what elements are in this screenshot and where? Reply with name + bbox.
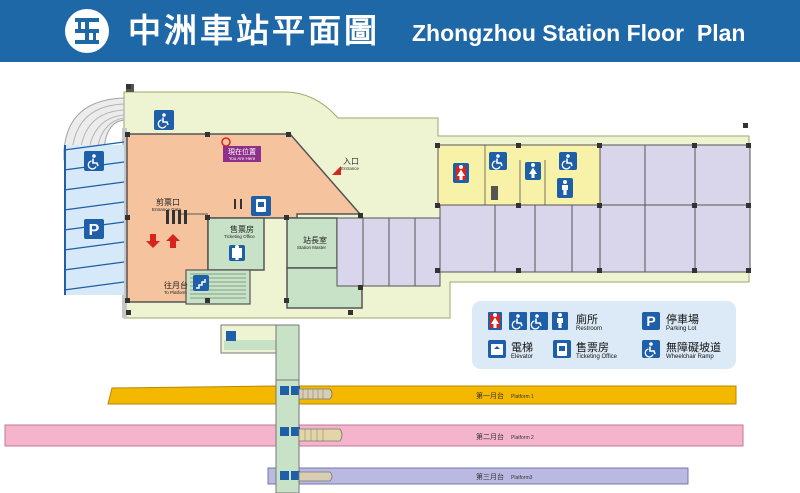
platform-stairs (298, 388, 343, 482)
page-title-en: Zhongzhou Station Floor Plan (412, 20, 746, 46)
svg-text:You Are Here: You Are Here (229, 156, 256, 161)
platform-3-label-en: Platform3 (511, 475, 533, 481)
legend-restroom-en: Restroom (576, 326, 602, 332)
legend-ticket-office-en: Ticketing Office (576, 354, 618, 360)
enter-arrow-icon (166, 234, 180, 248)
elevator-icon (229, 245, 245, 261)
legend-parking-icon (642, 312, 660, 330)
entrance-gates (166, 199, 242, 224)
stairs-icon (193, 275, 209, 291)
ticket-office-label-zh: 售票房 (230, 224, 254, 234)
pillars (125, 84, 751, 315)
legend: 廁所 Restroom P 停車場 Parking Lot 電梯 Elevato… (472, 301, 736, 369)
platform-2: 第二月台 Platform 2 (4, 424, 744, 447)
legend-wheelchair-zh: 無障礙坡道 (666, 340, 721, 354)
floor-plan-map: P (4, 84, 751, 493)
platform-1-label-en: Platform 1 (511, 394, 534, 400)
svg-text:入口: 入口 (343, 157, 359, 166)
svg-text:現在位置: 現在位置 (228, 147, 256, 156)
gate-label-en: Entrance Gate (152, 207, 182, 212)
entrance-label: 入口 Entrance (332, 157, 360, 175)
svg-text:Entrance: Entrance (341, 166, 360, 171)
railway-logo-icon (65, 9, 109, 53)
page-title-zh: 中洲車站平面圖 (128, 11, 380, 50)
corridor-rooms (336, 204, 751, 287)
ticketing-office-room (207, 217, 265, 271)
legend-wheelchair-en: Wheelchair Ramp (666, 354, 714, 360)
restroom-icons (453, 152, 577, 198)
ticket-office-label-en: Ticketing Office (224, 234, 255, 239)
legend-elevator-zh: 電梯 (511, 341, 533, 354)
to-platform-label-zh: 往月台 (164, 280, 188, 290)
platform-2-label-zh: 第二月台 (476, 432, 504, 441)
parking-icon (84, 219, 104, 239)
svg-text:P: P (646, 313, 655, 329)
platform-3: 第三月台 Platform3 (267, 467, 689, 485)
legend-ticket-office-zh: 售票房 (576, 340, 609, 354)
gate-label-zh: 剪票口 (156, 197, 180, 207)
station-master-label-zh: 站長室 (303, 235, 327, 245)
legend-parking-en: Parking Lot (666, 326, 697, 332)
legend-elevator-en: Elevator (511, 354, 533, 360)
legend-parking-zh: 停車場 (666, 312, 699, 326)
station-master-label-en: Station Master (297, 245, 327, 250)
parking-lot: P (63, 141, 125, 295)
legend-restroom-zh: 廁所 (576, 312, 598, 326)
platform-2-label-en: Platform 2 (511, 435, 534, 441)
ticket-office-icon (251, 196, 271, 216)
svg-text:P: P (89, 222, 100, 239)
header-bar: 中洲車站平面圖 Zhongzhou Station Floor Plan (0, 0, 800, 62)
platform-1: 第一月台 Platform 1 (107, 385, 737, 405)
platform-3-label-zh: 第三月台 (476, 472, 504, 481)
platform-1-label-zh: 第一月台 (476, 391, 504, 400)
to-platform-label-en: To Platform (164, 290, 187, 295)
you-are-here-marker: 現在位置 You Are Here (221, 137, 261, 162)
exit-arrow-icon (146, 234, 160, 248)
